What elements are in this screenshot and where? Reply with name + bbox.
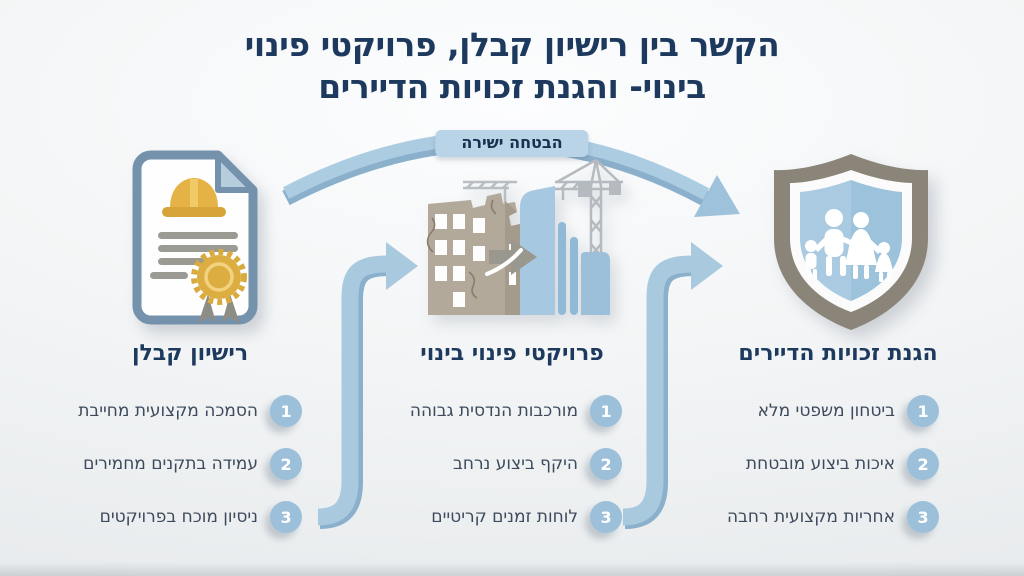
list-item: 3 אחריות מקצועית רחבה [642, 501, 939, 533]
number-badge: 2 [590, 448, 622, 480]
number-badge: 2 [270, 448, 302, 480]
family-silhouette-icon [805, 209, 893, 282]
list-item-label: הסמכה מקצועית מחייבת [78, 401, 258, 421]
number-badge: 3 [590, 501, 622, 533]
number-badge: 3 [270, 501, 302, 533]
list-item: 1 מורכבות הנדסית גבוהה [332, 395, 622, 427]
list-item-label: היקף ביצוע נרחב [453, 454, 578, 474]
list-item: 1 ביטחון משפטי מלא [642, 395, 939, 427]
certificate-hardhat-icon [132, 150, 258, 325]
tall-crane-icon [555, 158, 623, 300]
list-item: 3 ניסיון מוכח בפרויקטים [22, 501, 302, 533]
list-item: 3 לוחות זמנים קריטיים [332, 501, 622, 533]
tenant-rights-item-list: 1 ביטחון משפטי מלא 2 איכות ביצוע מובטחת … [642, 395, 939, 533]
list-item-label: איכות ביצוע מובטחת [745, 454, 895, 474]
license-item-list: 1 הסמכה מקצועית מחייבת 2 עמידה בתקנים מח… [22, 395, 302, 533]
hard-hat-icon [162, 178, 226, 217]
page-title-line1: הקשר בין רישיון קבלן, פרויקטי פינוי [244, 25, 780, 64]
number-badge: 1 [270, 395, 302, 427]
shield-family-icon [774, 154, 928, 330]
urban-renewal-buildings-icon [426, 158, 623, 315]
direct-guarantee-banner: הבטחה ישירה [435, 130, 589, 157]
crack-lines [426, 199, 497, 299]
number-badge: 3 [907, 501, 939, 533]
number-badge: 2 [907, 448, 939, 480]
projects-item-list: 1 מורכבות הנדסית גבוהה 2 היקף ביצוע נרחב… [332, 395, 622, 533]
list-item: 2 עמידה בתקנים מחמירים [22, 448, 302, 480]
list-item-label: מורכבות הנדסית גבוהה [409, 401, 578, 421]
list-item-label: ביטחון משפטי מלא [757, 401, 895, 421]
page-title-line2: בינוי- והגנת זכויות הדיירים [318, 66, 706, 106]
column-header-license: רישיון קבלן [131, 341, 249, 366]
column-header-projects: פרויקטי פינוי בינוי [420, 341, 604, 366]
list-item-label: לוחות זמנים קריטיים [431, 507, 578, 527]
list-item: 2 איכות ביצוע מובטחת [642, 448, 939, 480]
number-badge: 1 [907, 395, 939, 427]
list-item-label: ניסיון מוכח בפרויקטים [99, 507, 258, 527]
list-item-label: אחריות מקצועית רחבה [726, 507, 895, 527]
new-towers-icon [520, 186, 610, 315]
license-to-projects-arrow [317, 242, 418, 529]
page-title: הקשר בין רישיון קבלן, פרויקטי פינוי בינו… [0, 24, 1024, 107]
list-item-label: עמידה בתקנים מחמירים [83, 454, 258, 474]
gold-seal-icon [191, 249, 247, 324]
transformation-arrow-icon [485, 239, 537, 276]
number-badge: 1 [590, 395, 622, 427]
list-item: 2 היקף ביצוע נרחב [332, 448, 622, 480]
projects-to-rights-arrow [622, 242, 723, 529]
column-header-tenant-rights: הגנת זכויות הדיירים [738, 341, 938, 366]
list-item: 1 הסמכה מקצועית מחייבת [22, 395, 302, 427]
